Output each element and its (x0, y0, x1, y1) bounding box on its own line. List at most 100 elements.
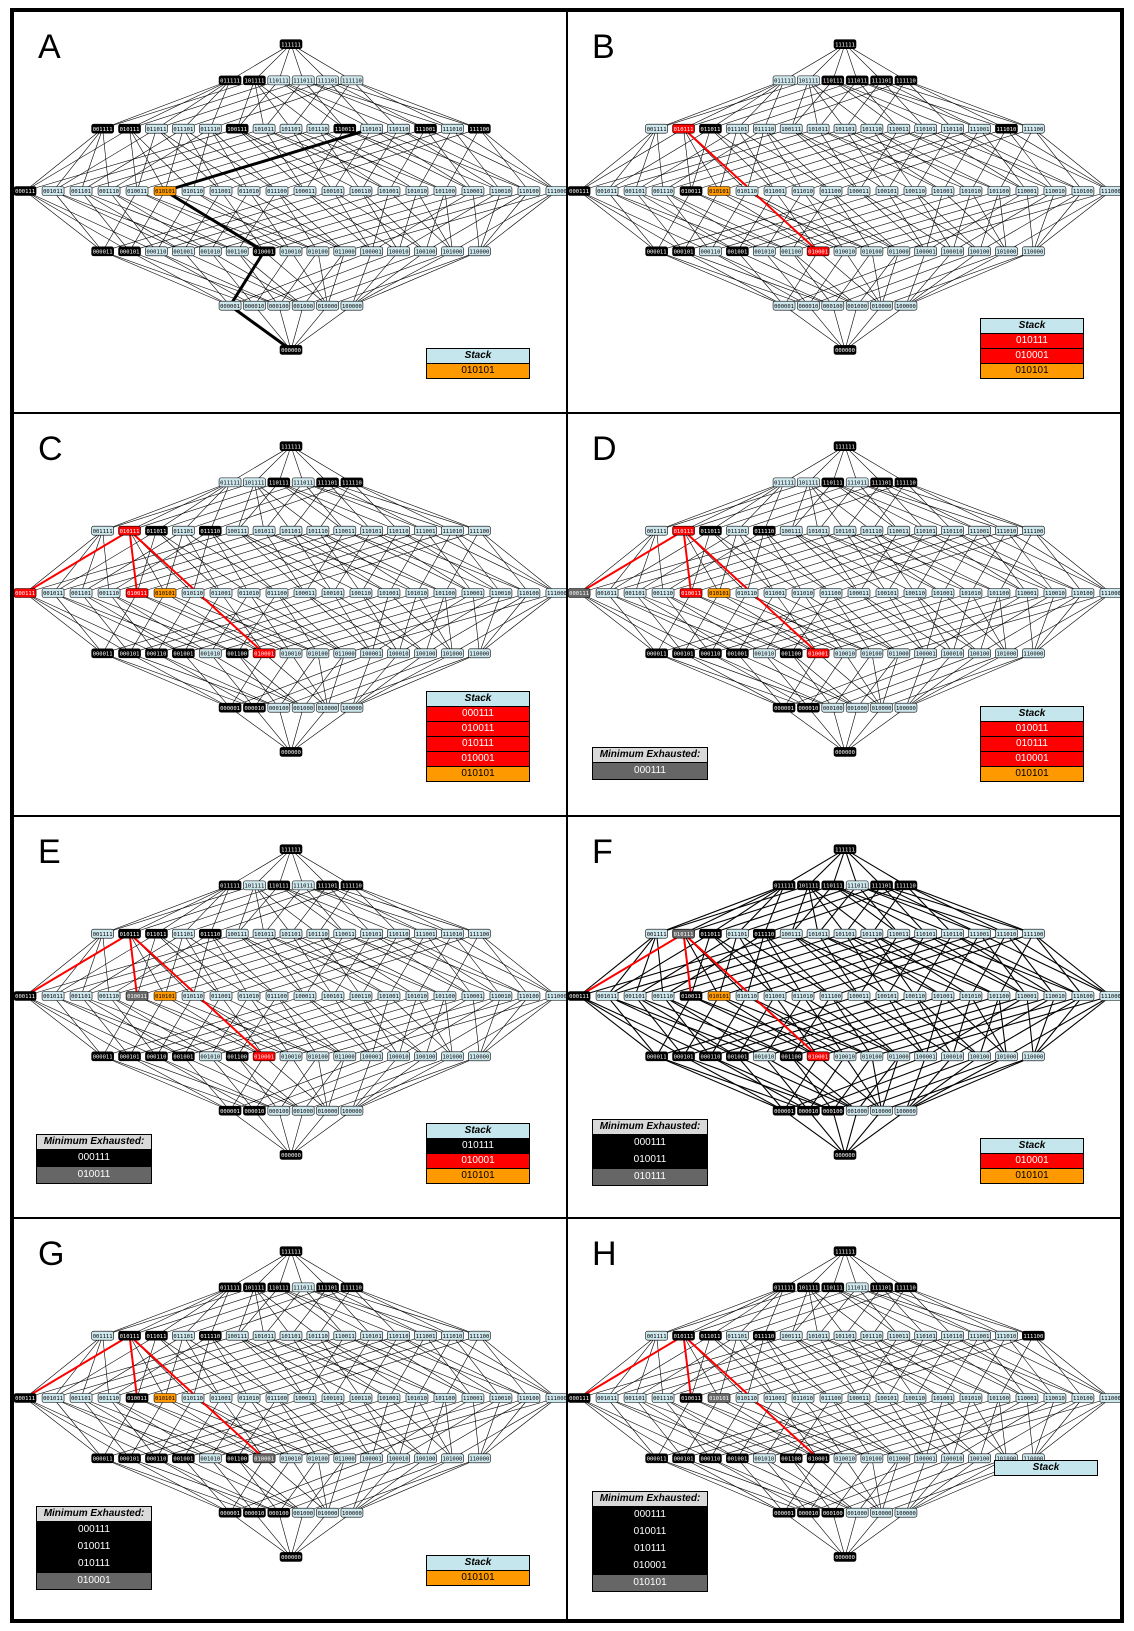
lattice-edge (808, 251, 846, 306)
lattice-edge (998, 593, 1007, 654)
lattice-edge (764, 1457, 858, 1513)
lattice-edge (858, 1397, 953, 1459)
lattice-node-label: 100010 (389, 250, 409, 256)
lattice-node-label: 101111 (244, 883, 264, 889)
lattice-node-label: 000001 (220, 1108, 240, 1114)
lattice-node-label: 111100 (1023, 529, 1043, 535)
lattice-edge (606, 592, 738, 654)
lattice-node-label: 101000 (997, 652, 1017, 658)
lattice-edge (737, 1286, 785, 1336)
lattice-edge (398, 128, 502, 192)
lattice-node (887, 246, 911, 257)
traversal-arrow (24, 1334, 131, 1399)
lattice-edge (898, 128, 1028, 192)
lattice-node (645, 1330, 668, 1341)
lattice-node-label: 101001 (379, 1396, 399, 1402)
lattice-edge (254, 653, 292, 709)
lattice-node (333, 526, 357, 536)
lattice-node-label: 110110 (943, 931, 963, 937)
lattice-edge (102, 80, 231, 129)
lattice-node-label: 100010 (389, 652, 409, 658)
minimum-exhausted-table: Minimum Exhausted:000111 (592, 746, 708, 780)
lattice-edge (790, 932, 860, 996)
lattice-edge (248, 190, 292, 252)
lattice-edge (164, 933, 184, 996)
lattice-node-label: 011101 (727, 529, 747, 535)
lattice-node-label: 110000 (469, 1054, 489, 1060)
lattice-node (333, 648, 357, 659)
lattice-node (145, 1453, 168, 1463)
lattice-node-label: 010110 (737, 591, 757, 597)
lattice-node (517, 990, 541, 1001)
lattice-edge (832, 305, 846, 350)
traversal-arrow (578, 530, 685, 595)
lattice-node-label: 100011 (295, 1396, 315, 1402)
lattice-edge (52, 932, 265, 996)
lattice-edge (398, 593, 418, 654)
lattice-node-label: 101000 (443, 652, 463, 658)
lattice-edge (183, 884, 328, 934)
lattice-edge (327, 884, 480, 934)
lattice-node-label: 001011 (597, 1396, 617, 1402)
lattice-edge (278, 707, 292, 753)
lattice-node (1099, 186, 1120, 196)
lattice-node (672, 246, 695, 257)
lattice-node-label: 110010 (1045, 994, 1065, 1000)
lattice-edge (905, 1457, 980, 1513)
lattice-node (69, 588, 93, 599)
lattice-edge (351, 80, 399, 129)
lattice-edge (290, 1335, 390, 1399)
lattice-edge (656, 593, 692, 654)
lattice-node-label: 111010 (443, 127, 463, 133)
lattice-edge (905, 1055, 980, 1111)
lattice-node (243, 703, 266, 713)
lattice-edge (290, 707, 304, 753)
lattice-edge (290, 80, 328, 129)
lattice-node (198, 246, 222, 257)
lattice-node (279, 1246, 303, 1256)
lattice-edge (278, 80, 399, 129)
lattice-edge (857, 1457, 1007, 1513)
lattice-edge (156, 482, 231, 532)
lattice-edge (802, 530, 1007, 594)
lattice-edge (102, 1286, 255, 1336)
lattice-node (645, 1051, 668, 1061)
lattice-node-label: 101110 (862, 1334, 882, 1340)
lattice-edge (332, 593, 372, 654)
lattice-node (387, 928, 410, 938)
lattice-node (821, 703, 845, 713)
lattice-edge (102, 884, 255, 934)
lattice-node (306, 526, 330, 536)
lattice-edge (102, 1055, 255, 1111)
lattice-edge (254, 848, 292, 886)
lattice-node-label: 110101 (362, 1334, 382, 1340)
lattice-edge (790, 1457, 834, 1513)
lattice-edge (710, 80, 858, 129)
lattice-edge (718, 932, 738, 996)
lattice-node-label: 001111 (93, 127, 113, 133)
lattice-edge (220, 1397, 265, 1459)
lattice-node (91, 123, 114, 134)
lattice-node (833, 1246, 857, 1256)
lattice-node (995, 928, 1018, 938)
lattice-edge (302, 1457, 346, 1513)
lattice-node (517, 588, 541, 599)
lattice-edge (783, 43, 846, 81)
lattice-edge (634, 530, 846, 594)
lattice-edge (737, 128, 776, 192)
lattice-node (414, 246, 437, 257)
lattice-node (623, 588, 647, 599)
lattice-edge (229, 446, 292, 483)
lattice-node-label: 100100 (416, 652, 436, 658)
lattice-node-label: 111111 (835, 1249, 855, 1255)
lattice-node (340, 1282, 364, 1292)
lattice-node (252, 1051, 276, 1061)
lattice-edge (229, 653, 265, 709)
lattice-edge (832, 80, 953, 129)
lattice-edge (791, 128, 888, 192)
lattice-edge (790, 1287, 809, 1336)
lattice-node (265, 1392, 289, 1403)
lattice-edge (278, 1286, 399, 1336)
